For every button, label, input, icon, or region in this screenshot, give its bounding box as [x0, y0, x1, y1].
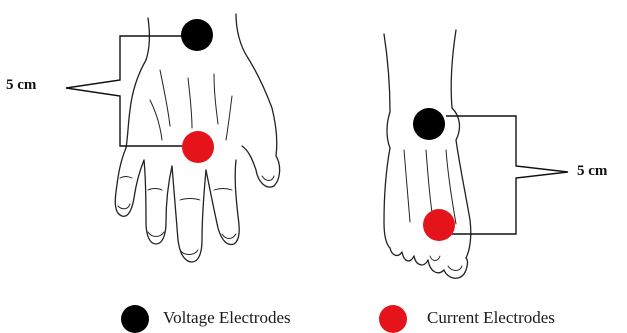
foot-outline-icon [384, 30, 471, 278]
legend-current-marker [379, 305, 407, 333]
hand-distance-label: 5 cm [6, 77, 36, 94]
foot-distance-label: 5 cm [577, 163, 607, 180]
hand-current-electrode [182, 131, 214, 163]
foot-current-electrode [423, 209, 455, 241]
legend-current-label: Current Electrodes [427, 308, 555, 328]
legend-voltage-label: Voltage Electrodes [163, 308, 291, 328]
foot-distance-bracket [446, 116, 568, 234]
legend-voltage-marker [121, 305, 149, 333]
hand-voltage-electrode [181, 19, 213, 51]
foot-voltage-electrode [413, 108, 445, 140]
